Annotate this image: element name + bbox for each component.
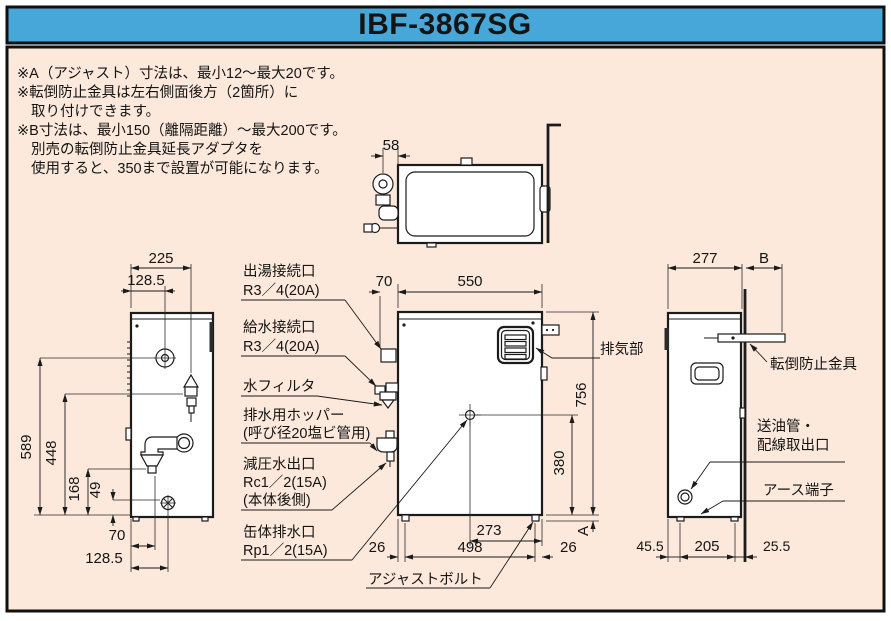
outlet-size: R3／4(20A) bbox=[243, 282, 320, 299]
earth-label: アース端子 bbox=[763, 482, 834, 499]
bracket-stub bbox=[541, 324, 560, 336]
tank-drain-size: Rp1／2(15A) bbox=[243, 542, 328, 559]
note-line: ※転倒防止金具は左右側面後方（2箇所）に bbox=[17, 84, 298, 101]
dim-label: 49 bbox=[87, 482, 104, 499]
tank-drain-side bbox=[160, 495, 176, 511]
front-view: 70 550 756 380 A 273 498 26 bbox=[366, 273, 644, 589]
front-fittings bbox=[374, 348, 399, 467]
dim-label: 589 bbox=[18, 434, 35, 459]
right-side-view: 277 B 45.5 205 25.5 転倒防止金具 送油管・ 配線取出口 アー… bbox=[636, 250, 857, 562]
note-line: 取り付けできます。 bbox=[31, 103, 160, 120]
reducer-size: Rc1／2(15A) bbox=[243, 474, 327, 491]
reducer-label: 減圧水出口 bbox=[243, 456, 316, 473]
reducer-note: (本体後側) bbox=[243, 492, 311, 509]
note-line: 使用すると、350まで設置が可能になります。 bbox=[31, 160, 329, 177]
valve-side bbox=[182, 373, 200, 422]
front-view-dims: 70 550 756 380 A 273 498 26 bbox=[369, 273, 599, 562]
right-view-dims: 277 B 45.5 205 25.5 bbox=[636, 250, 790, 562]
oil-outlet-label-1: 送油管・ bbox=[757, 418, 815, 435]
exhaust-part-label: 排気部 bbox=[600, 341, 644, 358]
dim-label: B bbox=[759, 250, 769, 267]
left-view-dims: 225 128.5 589 448 168 49 70 bbox=[18, 250, 192, 572]
notes-block: ※A（アジャスト）寸法は、最小12～最大20です。 ※転倒防止金具は左右側面後方… bbox=[17, 65, 347, 177]
dim-label: 128.5 bbox=[85, 550, 123, 567]
dim-label: 128.5 bbox=[127, 272, 165, 289]
top-view: 58 bbox=[363, 123, 561, 248]
dim-label: 25.5 bbox=[763, 538, 790, 554]
note-line: 別売の転倒防止金具延長アダプタを bbox=[31, 141, 263, 158]
dim-label: 550 bbox=[457, 273, 482, 290]
tipover-bracket bbox=[704, 333, 786, 343]
note-line: ※B寸法は、最小150（離隔距離）～最大200です。 bbox=[17, 121, 347, 139]
adjust-bolt-text: アジャストボルト bbox=[368, 571, 483, 588]
dim-label: 70 bbox=[109, 527, 126, 544]
dim-label: 277 bbox=[692, 250, 717, 267]
dim-label: A bbox=[575, 526, 592, 536]
outlet-label: 出湯接続口 bbox=[243, 263, 316, 280]
port-side bbox=[154, 347, 176, 369]
dim-label: 58 bbox=[383, 137, 400, 154]
dim-label: 273 bbox=[476, 522, 501, 539]
dim-label: 70 bbox=[376, 273, 393, 290]
dim-label: 380 bbox=[551, 450, 568, 475]
wall-line bbox=[546, 123, 561, 243]
dim-label: 168 bbox=[66, 476, 83, 501]
exhaust-vent bbox=[496, 325, 535, 365]
oil-wiring-hole bbox=[677, 489, 693, 505]
filter-label: 水フィルタ bbox=[243, 378, 315, 395]
left-side-view: 225 128.5 589 448 168 49 70 bbox=[18, 250, 215, 572]
top-view-pipes bbox=[363, 173, 399, 234]
dim-label: 498 bbox=[457, 539, 482, 556]
port-label-column: 出湯接続口 R3／4(20A) 給水接続口 R3／4(20A) 水フィルタ 排水… bbox=[241, 263, 468, 561]
tank-drain-label: 缶体排水口 bbox=[243, 524, 316, 541]
rear-louver bbox=[127, 341, 131, 397]
dim-label: 448 bbox=[43, 440, 60, 465]
dim-label: 26 bbox=[369, 539, 386, 556]
bracket-label: 転倒防止金具 bbox=[770, 356, 857, 373]
handle bbox=[690, 362, 724, 385]
inlet-label: 給水接続口 bbox=[243, 319, 316, 336]
oil-outlet-label-2: 配線取出口 bbox=[757, 437, 830, 454]
dim-label: 45.5 bbox=[636, 538, 663, 554]
adjust-bolt-label: アジャストボルト bbox=[366, 521, 534, 589]
dim-label: 225 bbox=[148, 250, 173, 267]
page-title: IBF-3867SG bbox=[358, 8, 531, 41]
title-banner: IBF-3867SG bbox=[5, 5, 886, 45]
hopper-note: (呼び径20塩ビ管用) bbox=[243, 425, 370, 442]
dim-label: 756 bbox=[573, 382, 590, 407]
note-line: ※A（アジャスト）寸法は、最小12～最大20です。 bbox=[17, 65, 344, 82]
drain-hopper-side bbox=[139, 433, 194, 474]
exhaust-label: 排気部 bbox=[535, 341, 644, 359]
hopper-label: 排水用ホッパー bbox=[243, 407, 345, 424]
dim-label: 205 bbox=[694, 538, 719, 555]
dim-58: 58 bbox=[371, 137, 410, 173]
dim-label: 26 bbox=[560, 539, 577, 556]
inlet-size: R3／4(20A) bbox=[243, 338, 320, 355]
right-view-labels: 転倒防止金具 送油管・ 配線取出口 アース端子 bbox=[690, 343, 857, 515]
